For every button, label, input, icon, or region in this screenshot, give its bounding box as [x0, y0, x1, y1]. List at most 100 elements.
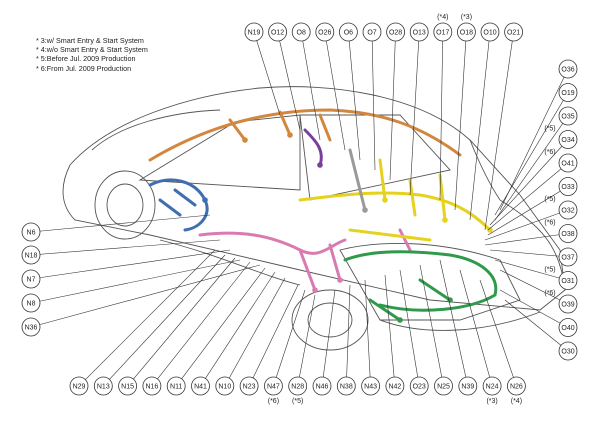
callout-label: N28: [291, 384, 304, 391]
callout-circle: [21, 269, 41, 289]
callout-circle: [558, 271, 578, 290]
callout-circle: [361, 376, 381, 396]
callout-circle: [558, 224, 578, 243]
rear-window-line: [91, 109, 221, 151]
callout-circle: [118, 376, 137, 396]
leader-line: [487, 162, 569, 231]
callout-label: N46: [316, 384, 329, 391]
leader-line: [479, 279, 517, 387]
leader-line: [30, 214, 211, 233]
callout-circle: [558, 294, 578, 314]
leader-line: [504, 299, 569, 352]
car-body-outline: [62, 86, 566, 351]
connector-marker: [242, 137, 248, 143]
connector-marker: [202, 197, 208, 203]
harness-orange: [148, 108, 462, 162]
callout-circle: [21, 245, 41, 265]
callout-footnote-mark: (*6): [544, 149, 555, 156]
leader-line: [371, 31, 376, 171]
leader-line: [409, 31, 420, 196]
callout-label: O23: [413, 384, 426, 391]
callout-label: O6: [344, 30, 353, 37]
connector-marker: [362, 207, 368, 213]
leader-line: [384, 274, 396, 387]
callout-circle: [507, 376, 526, 396]
callout-circle: [244, 22, 264, 42]
callout-circle: [21, 317, 41, 337]
callout-label: N11: [170, 384, 182, 391]
connector-marker: [487, 227, 493, 233]
leader-line: [273, 289, 306, 387]
leader-line: [348, 31, 361, 161]
callout-footnote-mark: (*5): [544, 196, 555, 203]
callout-circle: [558, 177, 578, 196]
leader-line: [484, 31, 514, 231]
callout-circle: [386, 22, 406, 42]
callout-footnote-mark: (*5): [544, 126, 555, 133]
callout-label: O7: [367, 30, 376, 37]
callout-label: O33: [561, 184, 574, 191]
callout-label: O30: [561, 349, 574, 356]
callout-label: N47: [267, 384, 280, 391]
leader-line: [459, 269, 493, 387]
callout-label: O17: [436, 30, 449, 37]
callout-label: O34: [561, 137, 574, 144]
callout-circle: [191, 376, 210, 396]
leader-line: [321, 289, 336, 387]
callout-label: O40: [561, 325, 574, 332]
leader-line: [103, 254, 226, 387]
callout-circle: [215, 376, 235, 396]
callout-label: N13: [97, 384, 110, 391]
leader-line: [494, 115, 569, 221]
callout-label: N19: [248, 30, 261, 37]
connector-marker: [287, 132, 293, 138]
callout-label: N36: [25, 325, 38, 332]
harness-yellow: [348, 158, 447, 242]
leader-line: [30, 259, 241, 304]
harness-green: [343, 250, 498, 312]
leader-line: [224, 277, 286, 387]
callout-footnote-mark: (*6): [544, 290, 555, 297]
leader-line: [324, 31, 346, 151]
callout-label: O32: [561, 208, 574, 215]
callout-footnote-mark: (*5): [292, 398, 303, 405]
leader-line: [489, 139, 569, 226]
callout-label: O36: [561, 67, 574, 74]
callout-circle: [21, 293, 41, 313]
callout-label: O31: [561, 278, 574, 285]
callout-circle: [291, 22, 311, 42]
callout-circle: [263, 376, 283, 396]
callout-circle: [362, 22, 382, 42]
callout-label: O28: [389, 30, 402, 37]
callout-label: N8: [27, 301, 36, 308]
harness-gray: [348, 148, 367, 212]
leader-line: [30, 249, 231, 280]
callout-label: N41: [194, 384, 207, 391]
callout-circle: [434, 376, 453, 396]
connector-marker: [312, 287, 318, 293]
callout-circle: [504, 22, 523, 42]
front-bumper-line: [379, 311, 541, 331]
callout-circle: [268, 22, 288, 42]
callout-circle: [239, 376, 259, 396]
leader-line: [277, 31, 301, 131]
leader-line: [30, 239, 221, 256]
legend-note: * 6:From Jul. 2009 Production: [36, 63, 132, 73]
callout-circle: [338, 22, 358, 42]
callout-circle: [458, 376, 478, 396]
harness-pink: [198, 231, 347, 255]
harness-green: [368, 278, 452, 322]
harness-orange: [228, 110, 332, 142]
harness-blue: [148, 178, 209, 232]
callout-label: N29: [73, 384, 86, 391]
leader-line: [439, 31, 444, 201]
connector-marker: [397, 317, 403, 323]
callout-label: O19: [561, 90, 574, 97]
callout-label: N16: [145, 384, 158, 391]
connector-marker: [382, 197, 388, 203]
callout-circle: [558, 341, 578, 361]
callout-circle: [166, 376, 186, 396]
rocker-line: [159, 239, 301, 286]
callout-label: O8: [297, 30, 306, 37]
leader-line: [346, 284, 351, 387]
